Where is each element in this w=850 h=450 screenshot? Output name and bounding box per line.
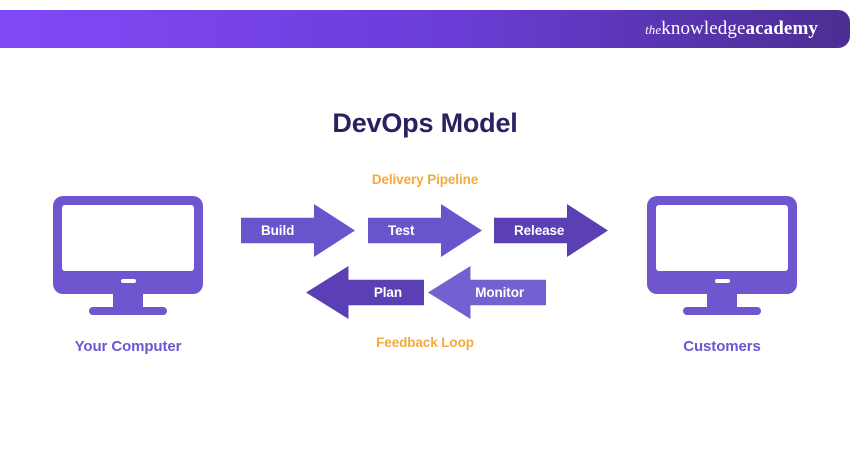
brand-logo-the: the [645,22,662,37]
monitor-screen-shape [62,205,194,271]
monitor-base-shape [683,307,761,315]
monitor-neck-shape [113,294,143,309]
monitor-icon [647,196,797,318]
monitor-power-indicator-shape [121,279,136,283]
endpoint-label-right: Customers [683,338,761,355]
endpoint-your-computer: Your Computer [28,196,228,355]
monitor-frame-shape [53,196,203,294]
feedback-loop-caption: Feedback Loop [376,335,474,350]
arrow-build-label: Build [261,223,295,238]
monitor-icon [53,196,203,318]
arrow-test: Test [368,204,482,257]
delivery-pipeline-caption: Delivery Pipeline [371,172,479,187]
arrow-release-label: Release [514,223,565,238]
endpoint-label-left: Your Computer [74,338,182,355]
arrow-plan-label: Plan [373,285,402,300]
monitor-screen-shape [656,205,788,271]
arrow-plan: Plan [306,266,424,319]
endpoint-customers: Customers [622,196,822,355]
arrow-monitor-label: Monitor [475,285,524,300]
brand-logo-academy: academy [745,18,818,39]
page-title: DevOps Model [332,108,518,138]
monitor-frame-shape [647,196,797,294]
monitor-neck-shape [707,294,737,309]
arrow-release: Release [494,204,608,257]
arrow-build: Build [241,204,355,257]
brand-logo-knowledge: knowledge [661,18,746,39]
monitor-base-shape [89,307,167,315]
arrow-test-label: Test [388,223,415,238]
arrow-monitor: Monitor [428,266,546,319]
monitor-power-indicator-shape [715,279,730,283]
